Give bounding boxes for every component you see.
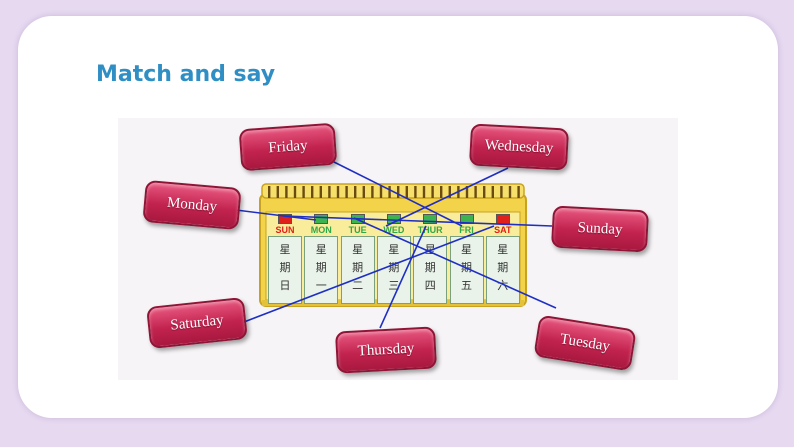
calendar-day-column: [340, 236, 375, 304]
calendar-day-char: 二: [352, 279, 364, 292]
calendar-day-char: 期: [424, 261, 436, 274]
calendar-day-char: 星: [424, 243, 436, 256]
calendar-day-abbr: MON: [310, 225, 332, 235]
match-line-wednesday: [385, 167, 509, 227]
page-title: Match and say: [96, 62, 276, 87]
calendar-ring: [440, 186, 443, 198]
calendar-day-char: 期: [497, 261, 509, 274]
calendar-day-abbr: SAT: [494, 225, 512, 235]
calendar-day-tab: [314, 214, 329, 224]
calendar-ring: [491, 186, 494, 198]
calendar-ring: [328, 186, 331, 198]
calendar-day-char: 四: [424, 279, 436, 292]
word-card-monday[interactable]: Monday: [142, 179, 242, 231]
calendar-ring: [405, 186, 408, 198]
calendar-day-char: 星: [461, 243, 472, 256]
calendar-ring: [465, 186, 469, 198]
calendar-day-column: [376, 236, 411, 304]
calendar-day-abbr: FRI: [459, 225, 474, 235]
calendar-ring: [302, 186, 305, 198]
calendar-day-char: 星: [497, 243, 509, 256]
word-card-friday[interactable]: Friday: [238, 122, 338, 172]
calendar-ring: [379, 186, 383, 198]
calendar-day-char: 星: [352, 243, 364, 256]
word-card-thursday[interactable]: Thursday: [334, 326, 438, 374]
calendar-day-char: 期: [315, 261, 327, 274]
match-line-saturday: [243, 225, 495, 323]
calendar-day-char: 星: [315, 243, 327, 256]
match-line-sunday: [283, 215, 553, 227]
calendar-ring: [319, 186, 322, 198]
calendar-ring: [276, 186, 279, 198]
calendar-day-char: 六: [497, 279, 509, 292]
calendar-day-char: 期: [279, 261, 291, 274]
match-line-tuesday: [353, 217, 557, 309]
calendar-day-char: 期: [388, 261, 400, 274]
calendar-ring: [508, 186, 512, 198]
calendar-ring: [336, 186, 340, 198]
match-line-thursday: [379, 225, 427, 329]
word-card-sunday[interactable]: Sunday: [550, 205, 650, 253]
calendar-day-char: 星: [279, 243, 291, 256]
calendar-day-abbr: SUN: [275, 225, 295, 235]
calendar-ring: [500, 186, 503, 198]
calendar-ring: [311, 186, 314, 198]
calendar-day-column: [449, 236, 484, 304]
calendar-day-column: [268, 236, 302, 304]
calendar-day-abbr: THUR: [417, 225, 443, 235]
calendar-day-char: 日: [279, 279, 291, 292]
calendar-day-char: 期: [352, 261, 364, 274]
calendar-rings: [268, 186, 520, 198]
match-line-friday: [329, 159, 463, 227]
word-card-wednesday[interactable]: Wednesday: [468, 123, 570, 171]
calendar-ring: [414, 186, 417, 198]
calendar-day-char: 一: [315, 279, 327, 292]
calendar-day-char: 五: [461, 279, 472, 292]
calendar-ring: [483, 186, 486, 198]
calendar-ring: [448, 186, 451, 198]
calendar-ring: [431, 186, 434, 198]
calendar-day-char: 三: [388, 279, 400, 292]
calendar-ring: [517, 186, 520, 198]
calendar-day-tab: [278, 214, 292, 224]
calendar-day-char: 星: [388, 243, 400, 256]
calendar-ring: [285, 186, 288, 198]
calendar-ring: [293, 186, 297, 198]
calendar-ring: [345, 186, 348, 198]
match-line-monday: [235, 209, 317, 221]
calendar-ring: [388, 186, 391, 198]
calendar-day-tab: [423, 214, 438, 224]
calendar-day-abbr: WED: [383, 225, 405, 235]
calendar-ring: [268, 186, 271, 198]
calendar-ring: [371, 186, 374, 198]
calendar-ring: [397, 186, 400, 198]
calendar-ring: [422, 186, 426, 198]
calendar-ring: [362, 186, 365, 198]
calendar-ring: [474, 186, 477, 198]
calendar-day-abbr: TUE: [348, 225, 367, 235]
calendar-ring: [354, 186, 357, 198]
calendar-day-column: [485, 236, 520, 304]
